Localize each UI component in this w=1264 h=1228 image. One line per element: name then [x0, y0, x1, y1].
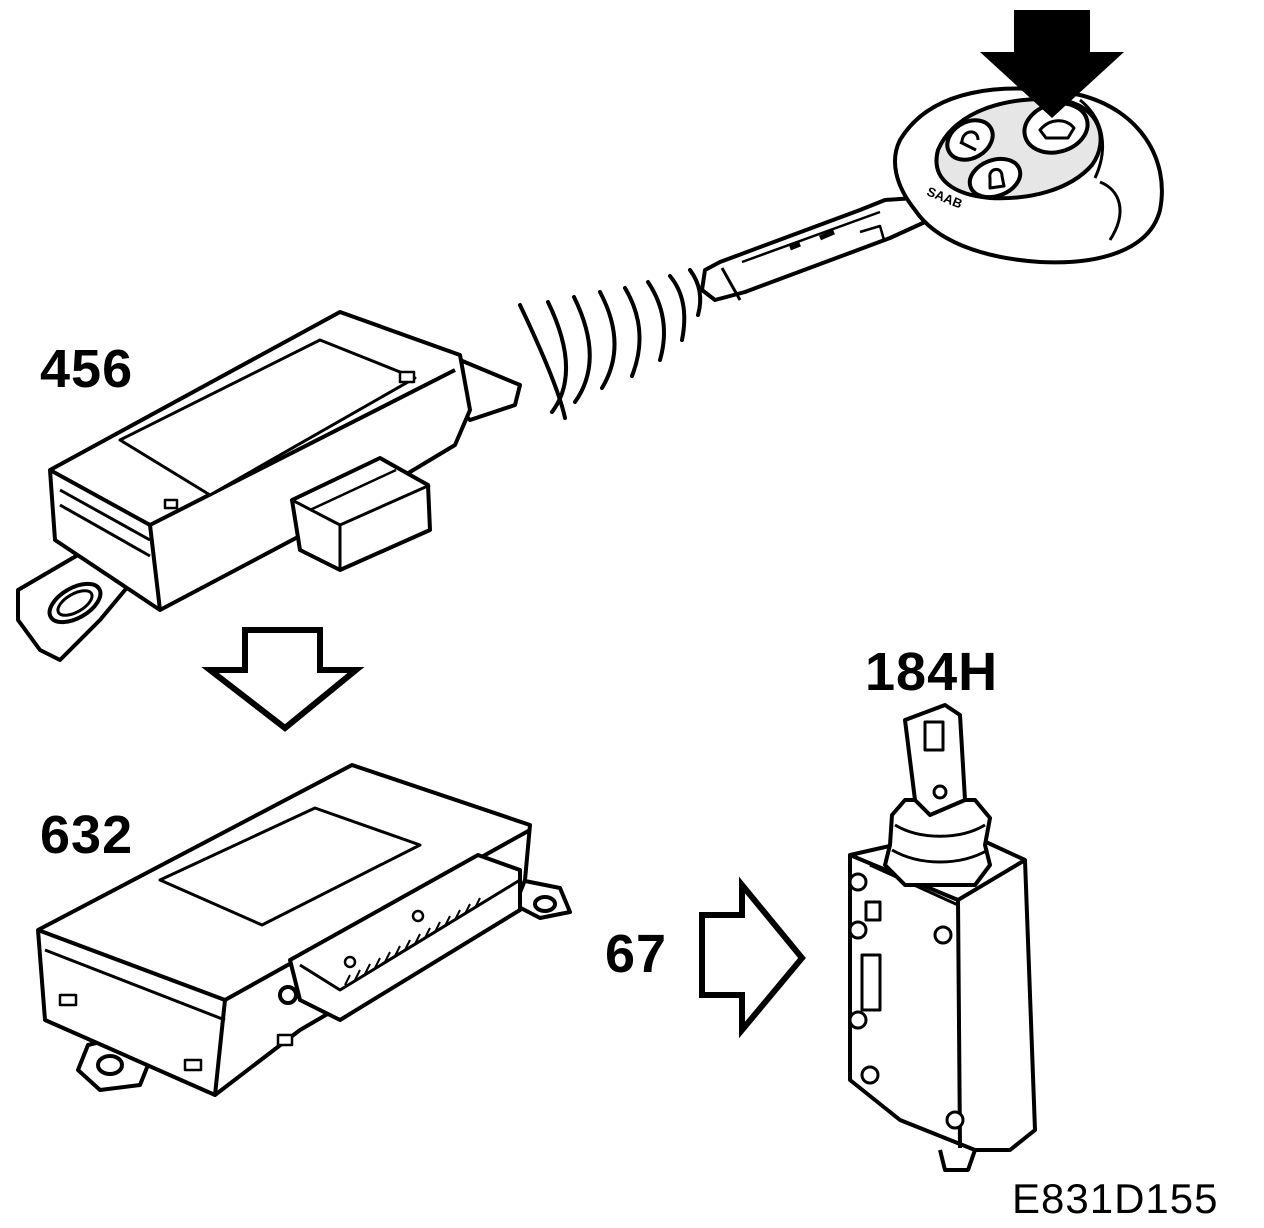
lock-motor-plunger [903, 703, 967, 817]
fob-button-unlock [945, 118, 995, 162]
fob-button-lock [967, 156, 1023, 200]
control-module-label: 632 [40, 805, 134, 865]
key-blade [700, 196, 927, 302]
key-fob: SAAB [700, 86, 1164, 302]
flow-arrow-down-icon [201, 627, 365, 732]
flow-arrow-right-icon [699, 876, 806, 1039]
press-arrow-icon [980, 10, 1124, 118]
lock-motor-label: 184H [865, 642, 999, 702]
signal-label: 67 [605, 924, 668, 984]
receiver-label: 456 [40, 339, 134, 399]
lock-motor-unit [848, 703, 1037, 1172]
radio-waves-icon [518, 268, 703, 420]
receiver-unit [16, 310, 522, 662]
receiver-connector [290, 456, 432, 572]
figure-reference: E831D155 [1012, 1175, 1219, 1222]
control-module-unit [36, 763, 572, 1097]
module-label-panel [158, 806, 422, 927]
